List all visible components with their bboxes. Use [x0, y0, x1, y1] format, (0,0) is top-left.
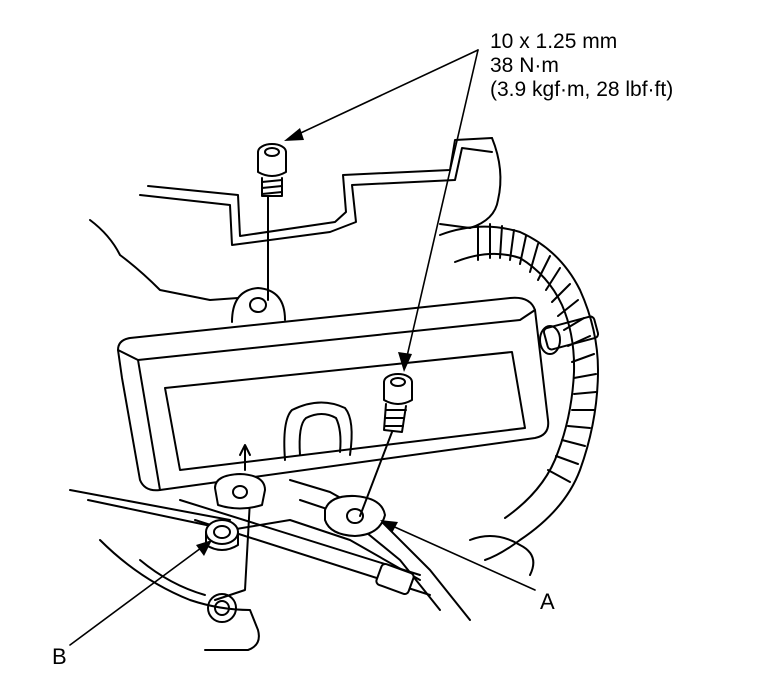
lower-bolt — [359, 373, 413, 517]
arrowheads — [196, 128, 412, 556]
upper-housing — [89, 137, 502, 301]
bolt-b — [205, 519, 239, 551]
callout-b: B — [52, 644, 67, 669]
upper-bolt — [257, 143, 287, 301]
leader-lines — [69, 49, 536, 646]
torque-value: 38 N·m — [490, 54, 559, 77]
lower-bracket — [69, 479, 535, 651]
thread-size: 10 x 1.25 mm — [490, 30, 618, 53]
torque-spec: 10 x 1.25 mm 38 N·m (3.9 kgf·m, 28 lbf·f… — [490, 30, 673, 102]
callout-a: A — [540, 589, 555, 614]
wire-harness — [439, 223, 600, 561]
control-unit — [117, 287, 550, 537]
cable — [179, 499, 431, 596]
torque-alt-units: (3.9 kgf·m, 28 lbf·ft) — [490, 78, 674, 101]
